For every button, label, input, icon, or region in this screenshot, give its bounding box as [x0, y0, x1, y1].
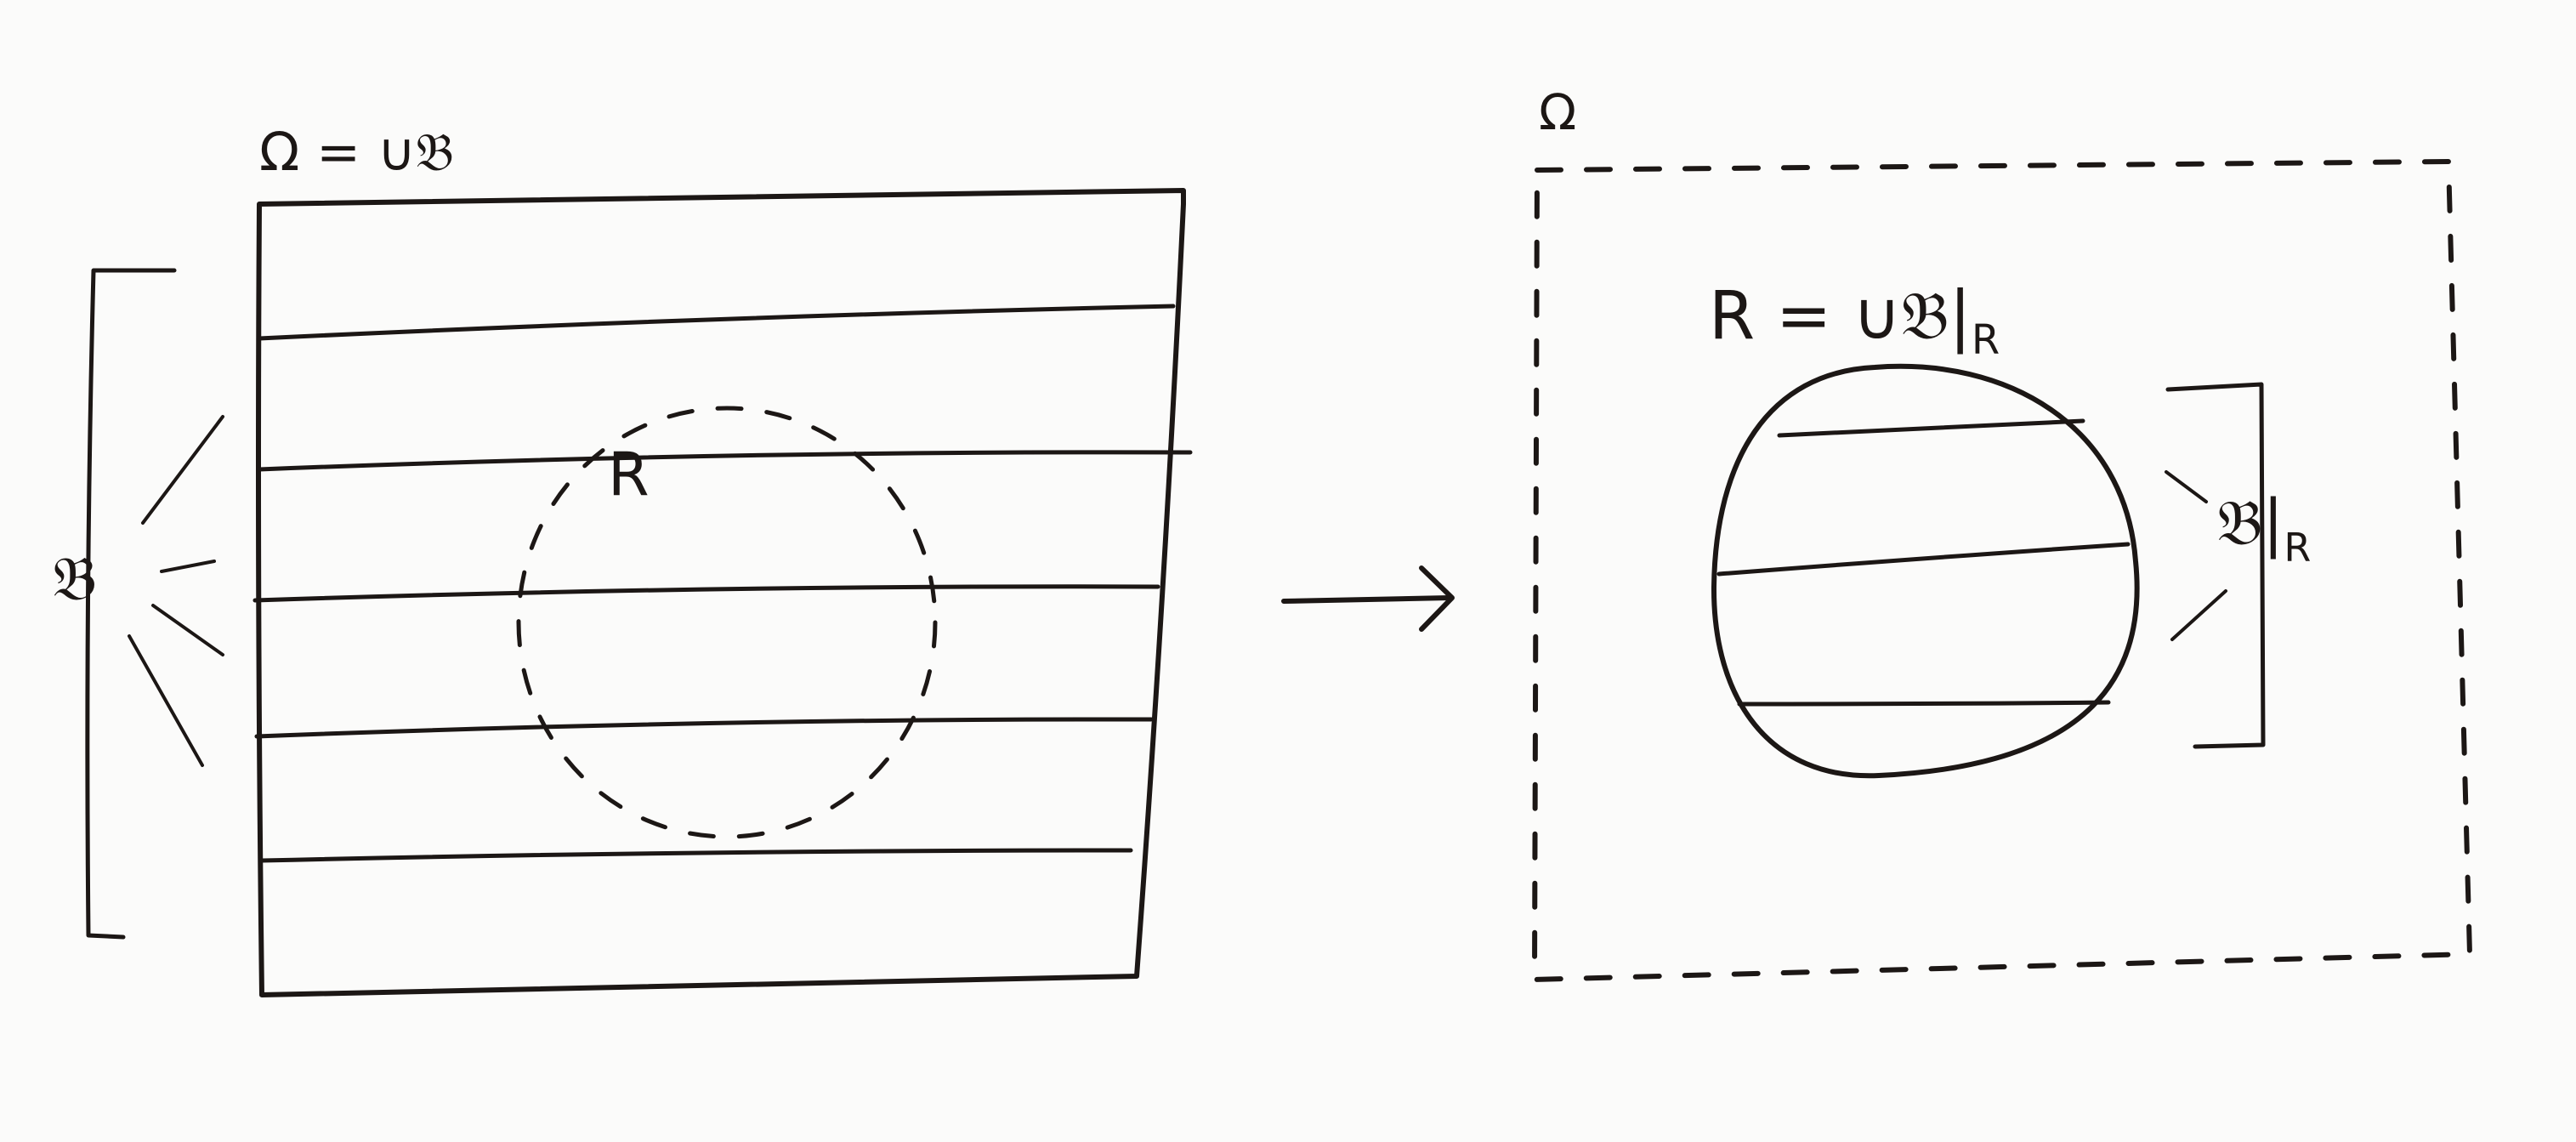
restricted-strip-lines	[1716, 418, 2131, 707]
ray	[151, 604, 224, 656]
ray	[2170, 589, 2227, 641]
region-r-label: R	[608, 440, 650, 509]
strip-line	[254, 717, 1154, 739]
right-panel: Ω R = ∪𝔅|R 𝔅|R	[1531, 83, 2473, 983]
ray	[2165, 470, 2208, 503]
bracket	[85, 268, 177, 940]
region-r-circle	[1711, 363, 2140, 779]
ray	[128, 634, 204, 767]
b-label: 𝔅	[53, 543, 97, 614]
ray	[141, 415, 224, 525]
region-r-dashed	[516, 406, 938, 839]
right-omega-label: Ω	[1539, 83, 1576, 141]
restricted-b-label: 𝔅|R	[2217, 486, 2311, 571]
strips-bracket: 𝔅	[53, 268, 224, 940]
restricted-b-main: 𝔅|	[2217, 486, 2284, 560]
arrow-head	[1419, 565, 1455, 632]
strip-line	[257, 450, 1193, 472]
left-panel: Ω = ∪𝔅 R 𝔅	[53, 121, 1193, 997]
transition-arrow	[1281, 565, 1455, 632]
r-equation-main: R = ∪𝔅|	[1709, 278, 1972, 355]
r-equation-subscript: R	[1972, 316, 2000, 364]
arrow-shaft	[1281, 595, 1452, 604]
strip-line	[257, 304, 1176, 341]
strip-lines	[252, 304, 1193, 863]
left-omega-label: Ω = ∪𝔅	[259, 121, 454, 183]
restricted-b-subscript: R	[2284, 525, 2311, 571]
r-equation-label: R = ∪𝔅|R	[1709, 278, 2000, 364]
bracket	[2165, 382, 2266, 749]
domain-rectangle	[256, 188, 1186, 997]
restricted-strip-line	[1777, 418, 2085, 438]
restricted-strip-line	[1737, 700, 2111, 707]
restricted-bracket: 𝔅|R	[2165, 382, 2311, 749]
strip-line	[252, 584, 1160, 603]
strip-line	[259, 848, 1133, 863]
restricted-strip-line	[1716, 542, 2131, 577]
ray	[160, 560, 216, 573]
domain-dashed-rectangle	[1531, 158, 2473, 983]
